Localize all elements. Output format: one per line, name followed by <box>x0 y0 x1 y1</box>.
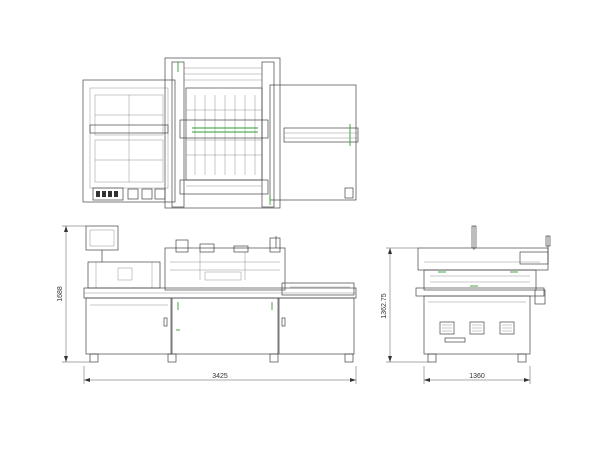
monitor <box>85 225 119 251</box>
front-gantry <box>164 247 286 291</box>
vent-center <box>469 321 485 335</box>
front-width-label: 3425 <box>212 373 228 380</box>
top-left-frame <box>82 79 176 203</box>
top-center-module <box>164 57 281 209</box>
side-view: 1360 1362.75 <box>381 225 551 384</box>
cabinet-left <box>85 297 172 355</box>
side-cabinet <box>423 295 531 355</box>
front-height-label: 1688 <box>57 286 64 302</box>
side-gantry <box>417 247 549 271</box>
top-view <box>82 57 359 209</box>
side-width-label: 1360 <box>469 373 485 380</box>
vent-right <box>499 321 515 335</box>
cabinet-center <box>171 297 279 355</box>
side-height-label: 1362.75 <box>381 293 388 318</box>
top-conveyor <box>283 127 359 143</box>
cabinet-right <box>278 297 355 355</box>
front-view: 3425 1688 <box>57 225 357 384</box>
top-right-extension <box>269 84 357 201</box>
vent-left <box>439 321 455 335</box>
